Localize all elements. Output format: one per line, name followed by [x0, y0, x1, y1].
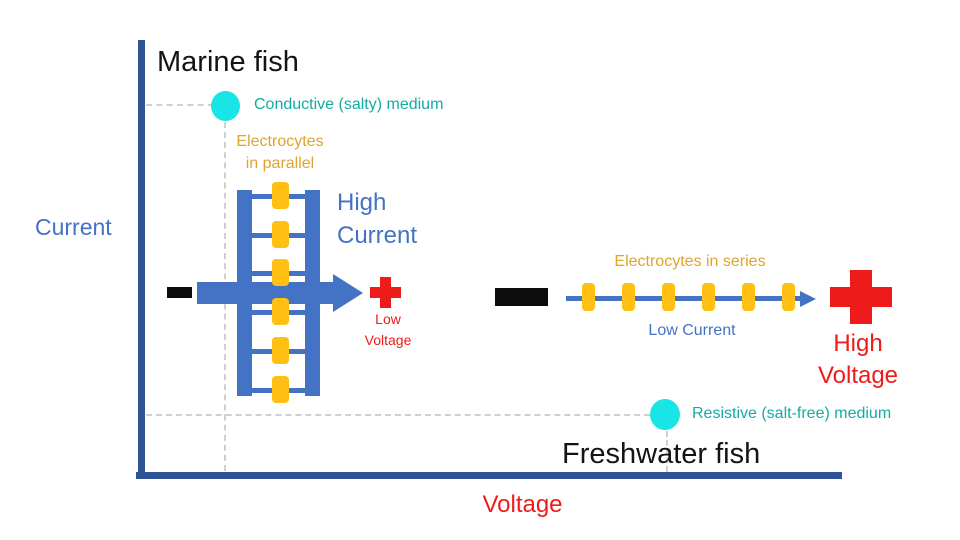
resistive-medium-dot-icon — [650, 399, 680, 430]
electrocyte-cell-icon — [662, 283, 675, 311]
low-voltage-line1: Low — [375, 311, 401, 327]
high-voltage-line2: Voltage — [817, 362, 899, 389]
marine-minus-terminal-icon — [167, 287, 192, 298]
current-flow-arrow-shaft — [197, 282, 333, 304]
high-voltage-line1: High — [833, 330, 883, 357]
electrocyte-cell-icon — [272, 259, 289, 286]
electrocytes-in-parallel-line2: in parallel — [245, 155, 315, 172]
low-voltage-line2: Voltage — [364, 332, 412, 348]
marine-fish-title: Marine fish — [157, 46, 299, 78]
electrocytes-in-series-label: Electrocytes in series — [614, 253, 766, 270]
electrocyte-cell-icon — [582, 283, 595, 311]
y-axis-line — [138, 40, 145, 479]
electrocyte-cell-icon — [272, 337, 289, 364]
high-current-label: High Current — [337, 186, 417, 252]
series-arrow-head-icon — [800, 291, 816, 307]
electrocyte-cell-icon — [782, 283, 795, 311]
conductive-medium-dot-icon — [211, 91, 240, 121]
high-current-line2: Current — [337, 222, 418, 249]
freshwater-minus-terminal-icon — [495, 288, 548, 306]
freshwater-plus-terminal-icon — [830, 287, 892, 307]
electrocyte-cell-icon — [742, 283, 755, 311]
y-axis-label: Current — [35, 214, 112, 240]
electrocytes-in-parallel-line1: Electrocytes — [236, 133, 324, 150]
marine-guide-horizontal-dashed-line — [146, 104, 214, 106]
current-flow-arrow-head-icon — [333, 274, 363, 312]
x-axis-line — [136, 472, 842, 479]
freshwater-guide-vertical-dashed-line — [666, 431, 668, 472]
marine-plus-terminal-icon — [370, 287, 401, 298]
conductive-medium-label: Conductive (salty) medium — [254, 96, 444, 113]
series-arrow-shaft — [566, 296, 802, 301]
electrocyte-cell-icon — [272, 182, 289, 209]
electrocyte-cell-icon — [272, 221, 289, 248]
resistive-medium-label: Resistive (salt-free) medium — [692, 405, 892, 422]
electrocyte-cell-icon — [622, 283, 635, 311]
x-axis-label: Voltage — [482, 491, 563, 518]
high-current-line1: High — [337, 189, 387, 216]
freshwater-fish-title: Freshwater fish — [562, 438, 761, 470]
low-current-label: Low Current — [648, 322, 736, 339]
electrocyte-cell-icon — [272, 298, 289, 325]
high-voltage-label: High Voltage — [798, 328, 918, 392]
low-voltage-label: Low Voltage — [338, 309, 438, 351]
freshwater-guide-horizontal-dashed-line — [146, 414, 650, 416]
electrocyte-cell-icon — [272, 376, 289, 403]
electrocytes-in-parallel-label: Electrocytes in parallel — [205, 131, 355, 175]
electrocyte-cell-icon — [702, 283, 715, 311]
